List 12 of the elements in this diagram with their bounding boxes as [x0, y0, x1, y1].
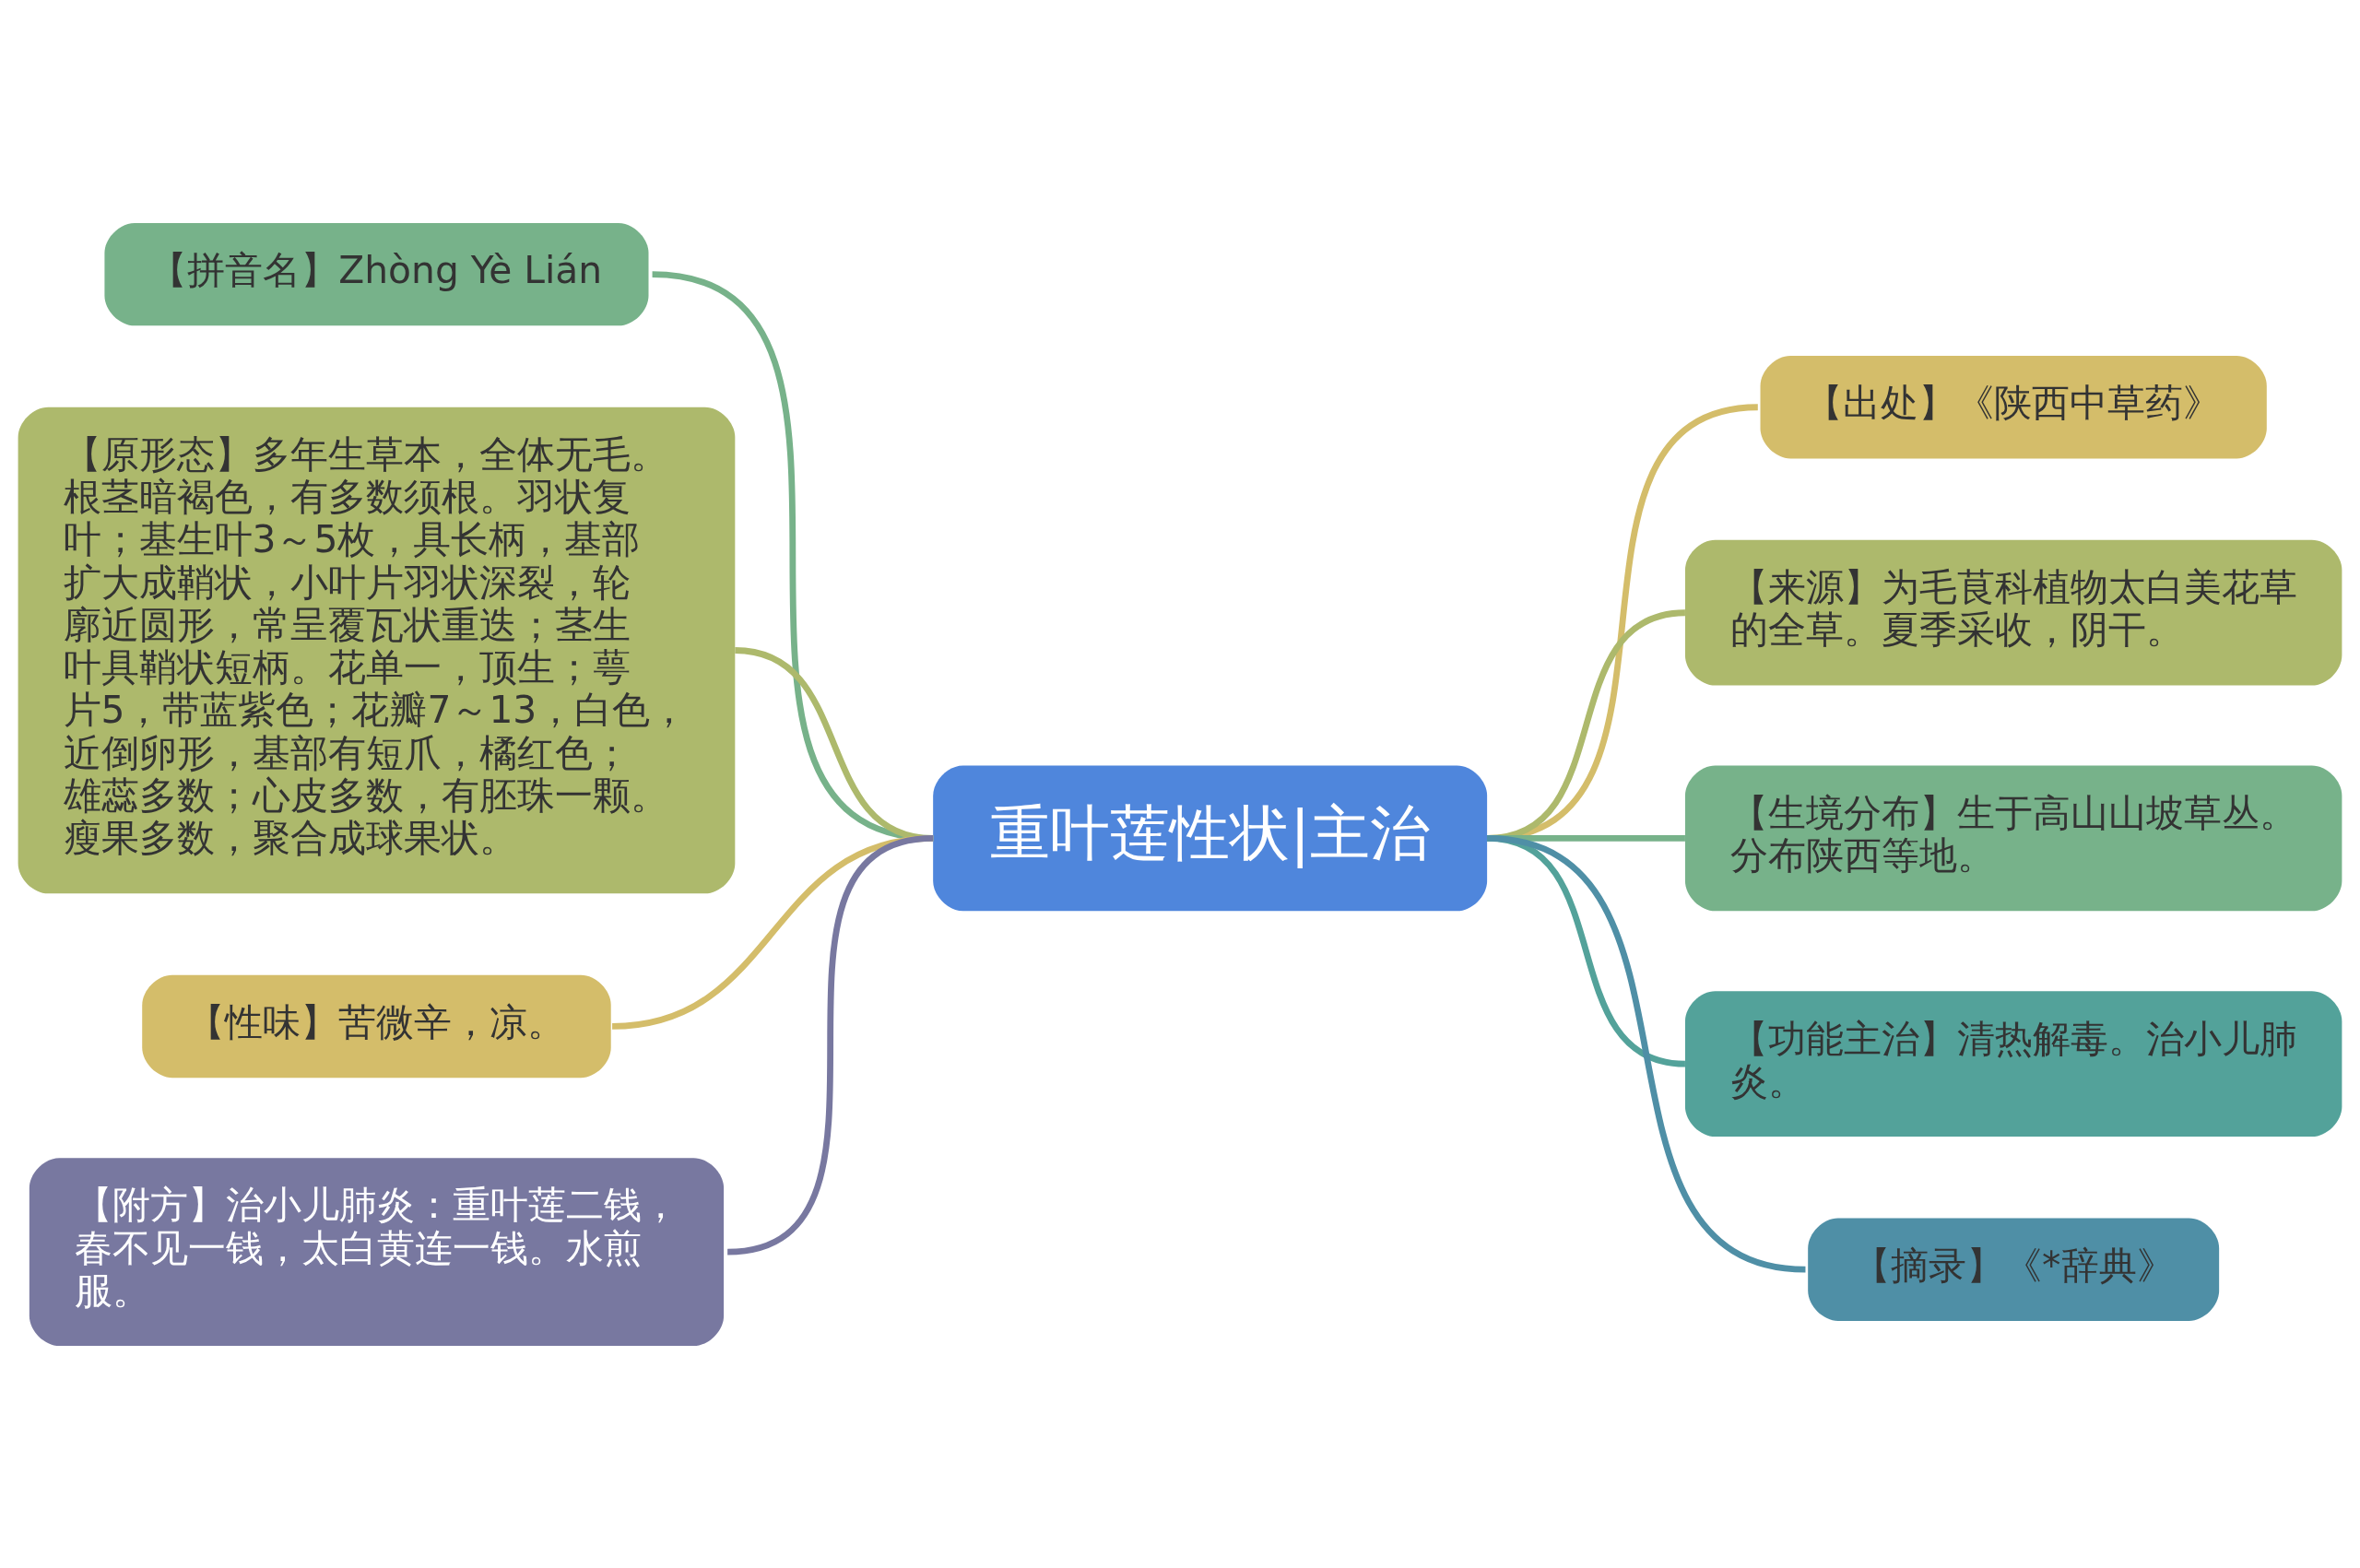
- node-box: 【原形态】多年生草本，全体无毛。根茎暗褐色，有多数须根。羽状复叶；基生叶3～5枚，具长柄，基部扩大成鞘状，小叶片羽状深裂，轮廓近圆形，常呈覆瓦状重迭；茎生叶具鞘状短柄。花单一，顶生；萼片5，带蓝紫色；花瓣7～13，白色，近倒卵形，基部有短爪，橘红色；雄蕊多数；心皮多数，有胚珠一颗。瘦果多数，聚合成球果状。: [18, 407, 736, 893]
- node-box: 【来源】为毛茛科植物太白美花草的全草。夏季采收，阴干。: [1684, 539, 2342, 686]
- connector: [726, 834, 934, 1255]
- node-box: 【性味】苦微辛，凉。: [142, 974, 611, 1078]
- node-box: 【功能主治】清热解毒。治小儿肺炎。: [1684, 990, 2342, 1137]
- node-box: 【生境分布】生于高山山坡草丛。分布陕西等地。: [1684, 765, 2342, 911]
- node-box: 【拼音名】Zhòng Yè Lián: [104, 222, 649, 325]
- node-box: 【附方】治小儿肺炎：重叶莲二钱，春不见一钱，太白黄连一钱。水煎服。: [29, 1157, 725, 1346]
- node-box: 【摘录】《*辞典》: [1808, 1217, 2220, 1321]
- node-box: 重叶莲性状|主治: [933, 765, 1488, 911]
- connector: [1486, 834, 1806, 1273]
- node-box: 【出处】《陕西中草药》: [1760, 355, 2267, 458]
